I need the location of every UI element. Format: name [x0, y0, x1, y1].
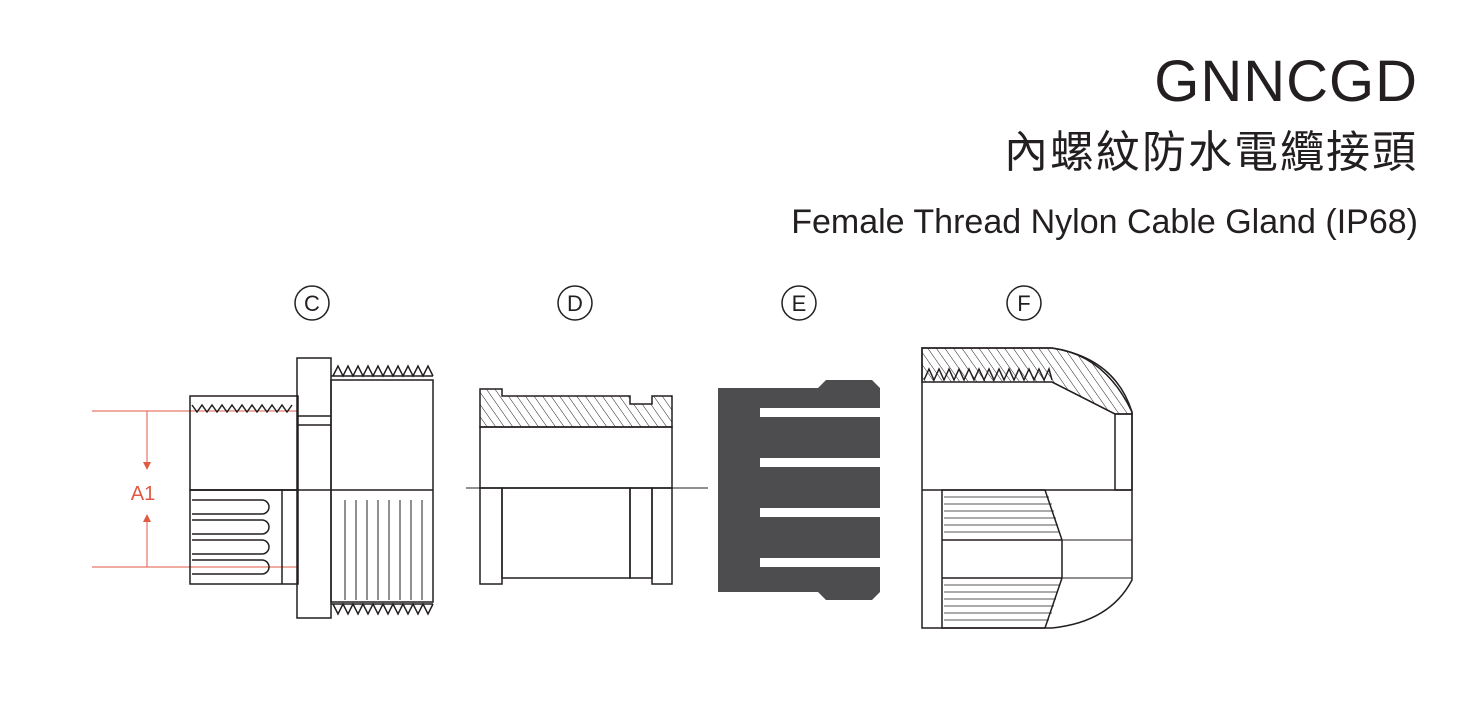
part-label-f: F	[1006, 285, 1042, 321]
dimension-label: A1	[131, 483, 155, 505]
title-block: GNNCGD 內螺紋防水電纜接頭 Female Thread Nylon Cab…	[791, 50, 1418, 244]
part-label-d: D	[557, 285, 593, 321]
svg-text:E: E	[792, 291, 807, 316]
svg-text:D: D	[567, 291, 583, 316]
model-code: GNNCGD	[1154, 49, 1418, 114]
part-f-nut	[921, 347, 1133, 629]
dimension-a1: A1	[92, 410, 298, 568]
svg-text:F: F	[1017, 291, 1030, 316]
title-chinese: 內螺紋防水電纜接頭	[1004, 127, 1418, 178]
part-label-e: E	[781, 285, 817, 321]
part-label-c: C	[294, 285, 330, 321]
title-english: Female Thread Nylon Cable Gland (IP68)	[791, 203, 1418, 241]
part-d-sleeve	[466, 388, 708, 585]
part-c-body	[189, 357, 434, 619]
part-e-seal	[718, 380, 880, 600]
svg-text:C: C	[304, 291, 320, 316]
